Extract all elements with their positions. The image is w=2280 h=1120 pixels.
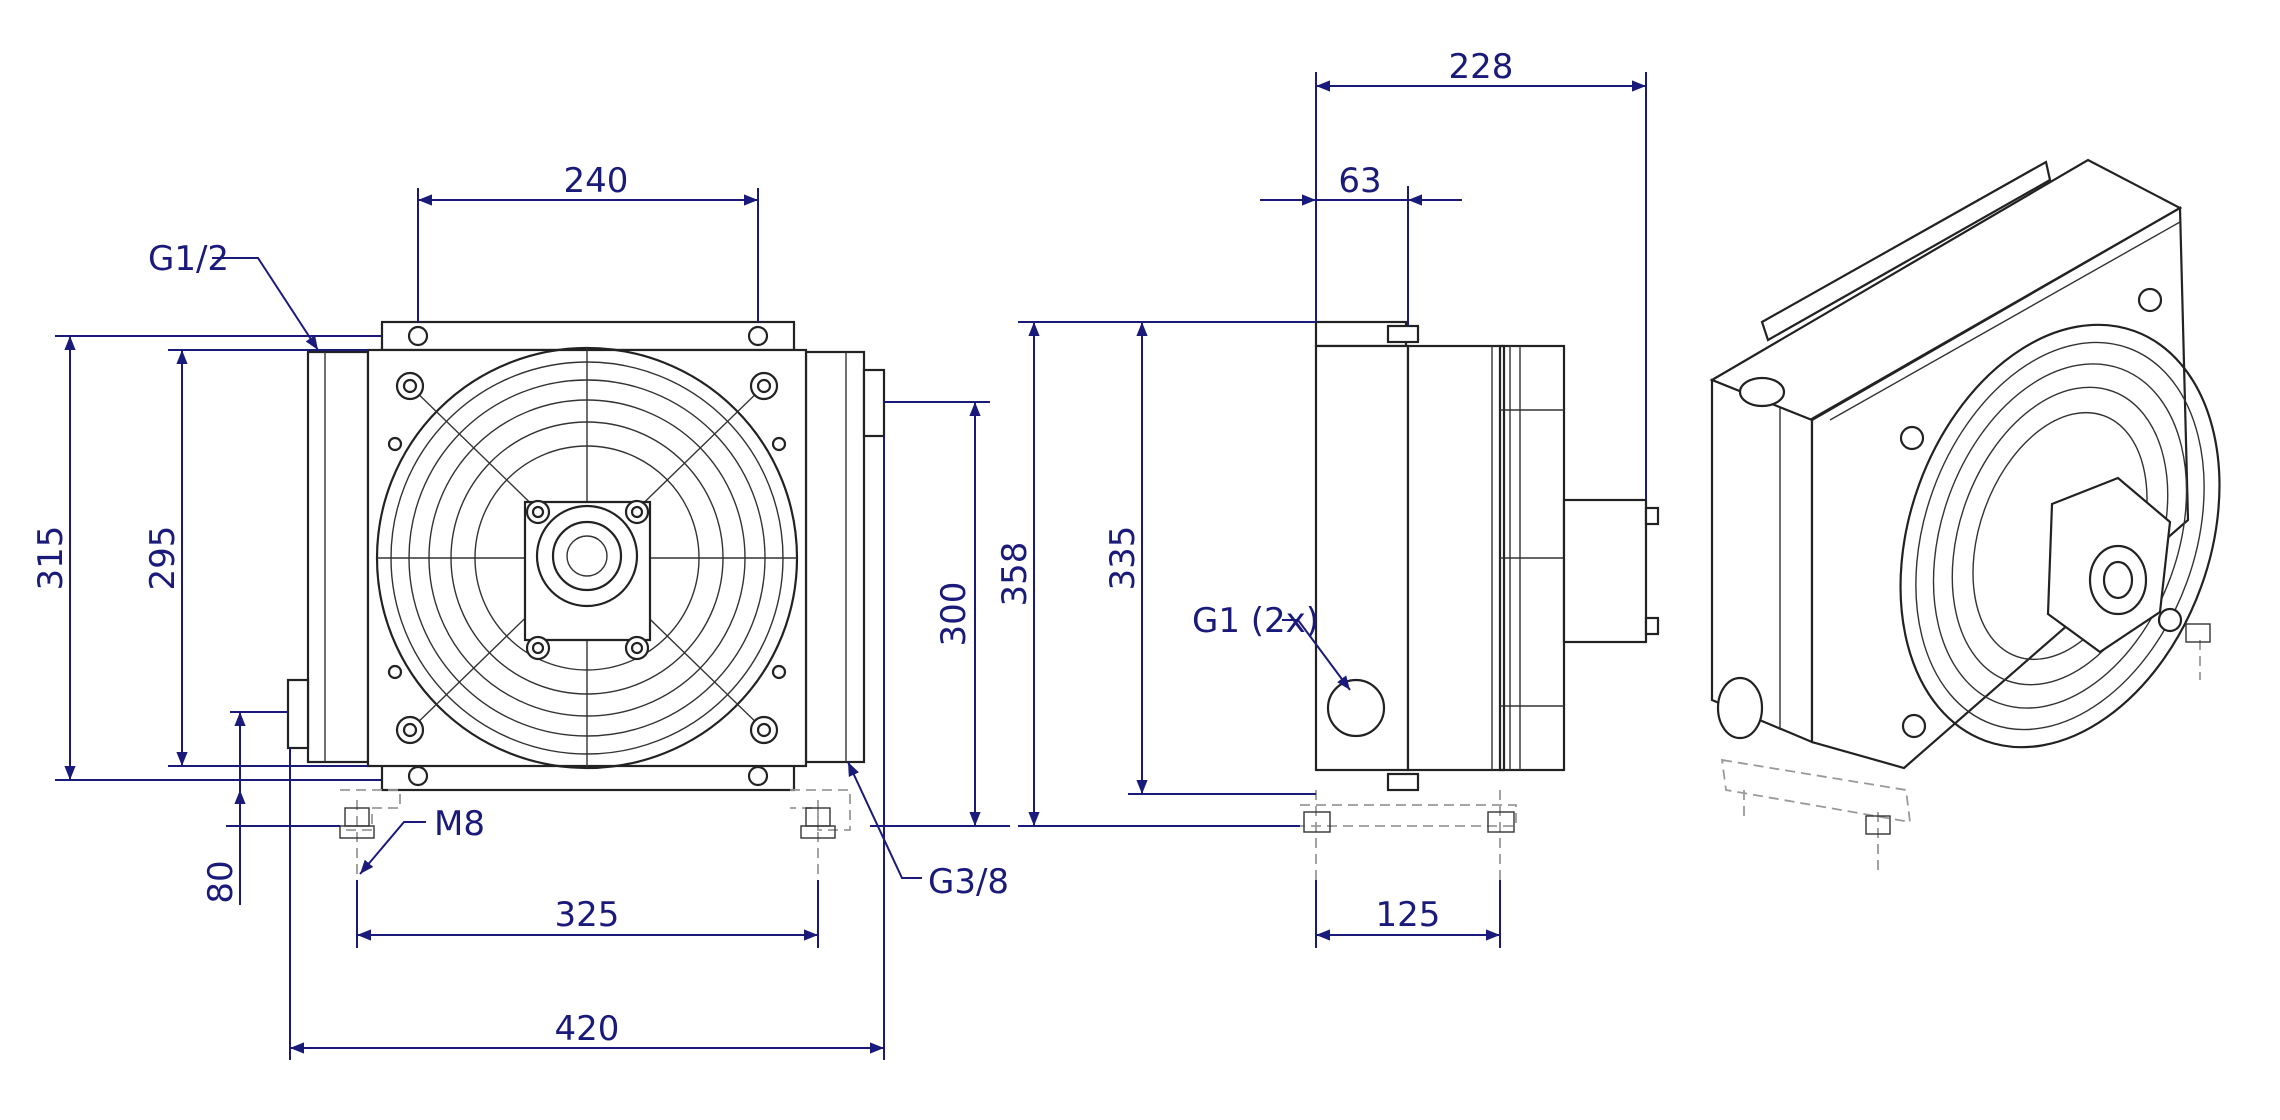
dim-80-label: 80 — [201, 860, 241, 903]
dim-125-label: 125 — [1376, 895, 1441, 935]
dim-325-label: 325 — [555, 895, 620, 935]
dim-358-label: 358 — [995, 542, 1035, 607]
iso-feet — [1720, 758, 1912, 824]
dim-335-label: 335 — [1103, 526, 1143, 591]
right-tank — [804, 350, 866, 764]
dim-315-label: 315 — [31, 526, 71, 591]
dim-228-label: 228 — [1449, 47, 1514, 87]
dim-240-label: 240 — [564, 161, 629, 201]
callout-g1-2x: G1 (2x) — [1192, 601, 1319, 641]
callout-g3-8: G3/8 — [928, 862, 1009, 902]
mount-hole-right — [747, 325, 769, 347]
side-view: 228 63 358 335 125 G1 (2x) — [995, 47, 1660, 948]
iso-side-port — [1716, 676, 1764, 740]
dim-300-label: 300 — [934, 582, 974, 647]
motor-hub — [535, 504, 639, 608]
front-view: 240 315 295 300 80 325 420 G1/2 — [31, 161, 1010, 1060]
top-mount-bracket — [380, 320, 796, 352]
side-port-g1 — [1326, 678, 1386, 738]
isometric-view — [1709, 158, 2221, 870]
side-motor — [1562, 498, 1648, 644]
side-fan-housing — [1406, 344, 1506, 772]
iso-fan-face — [1810, 206, 2190, 770]
right-port-stub — [862, 368, 886, 438]
callout-m8: M8 — [434, 804, 485, 844]
dim-295-label: 295 — [143, 526, 183, 591]
mount-hole-left — [407, 325, 429, 347]
foot-right — [790, 789, 851, 880]
left-tank — [306, 350, 370, 764]
foot-left — [339, 789, 401, 880]
dim-63-label: 63 — [1338, 161, 1381, 201]
left-port-stub — [286, 678, 310, 750]
side-feet — [1300, 804, 1517, 827]
iso-top-bracket — [1760, 160, 2052, 342]
dim-420-label: 420 — [555, 1009, 620, 1049]
